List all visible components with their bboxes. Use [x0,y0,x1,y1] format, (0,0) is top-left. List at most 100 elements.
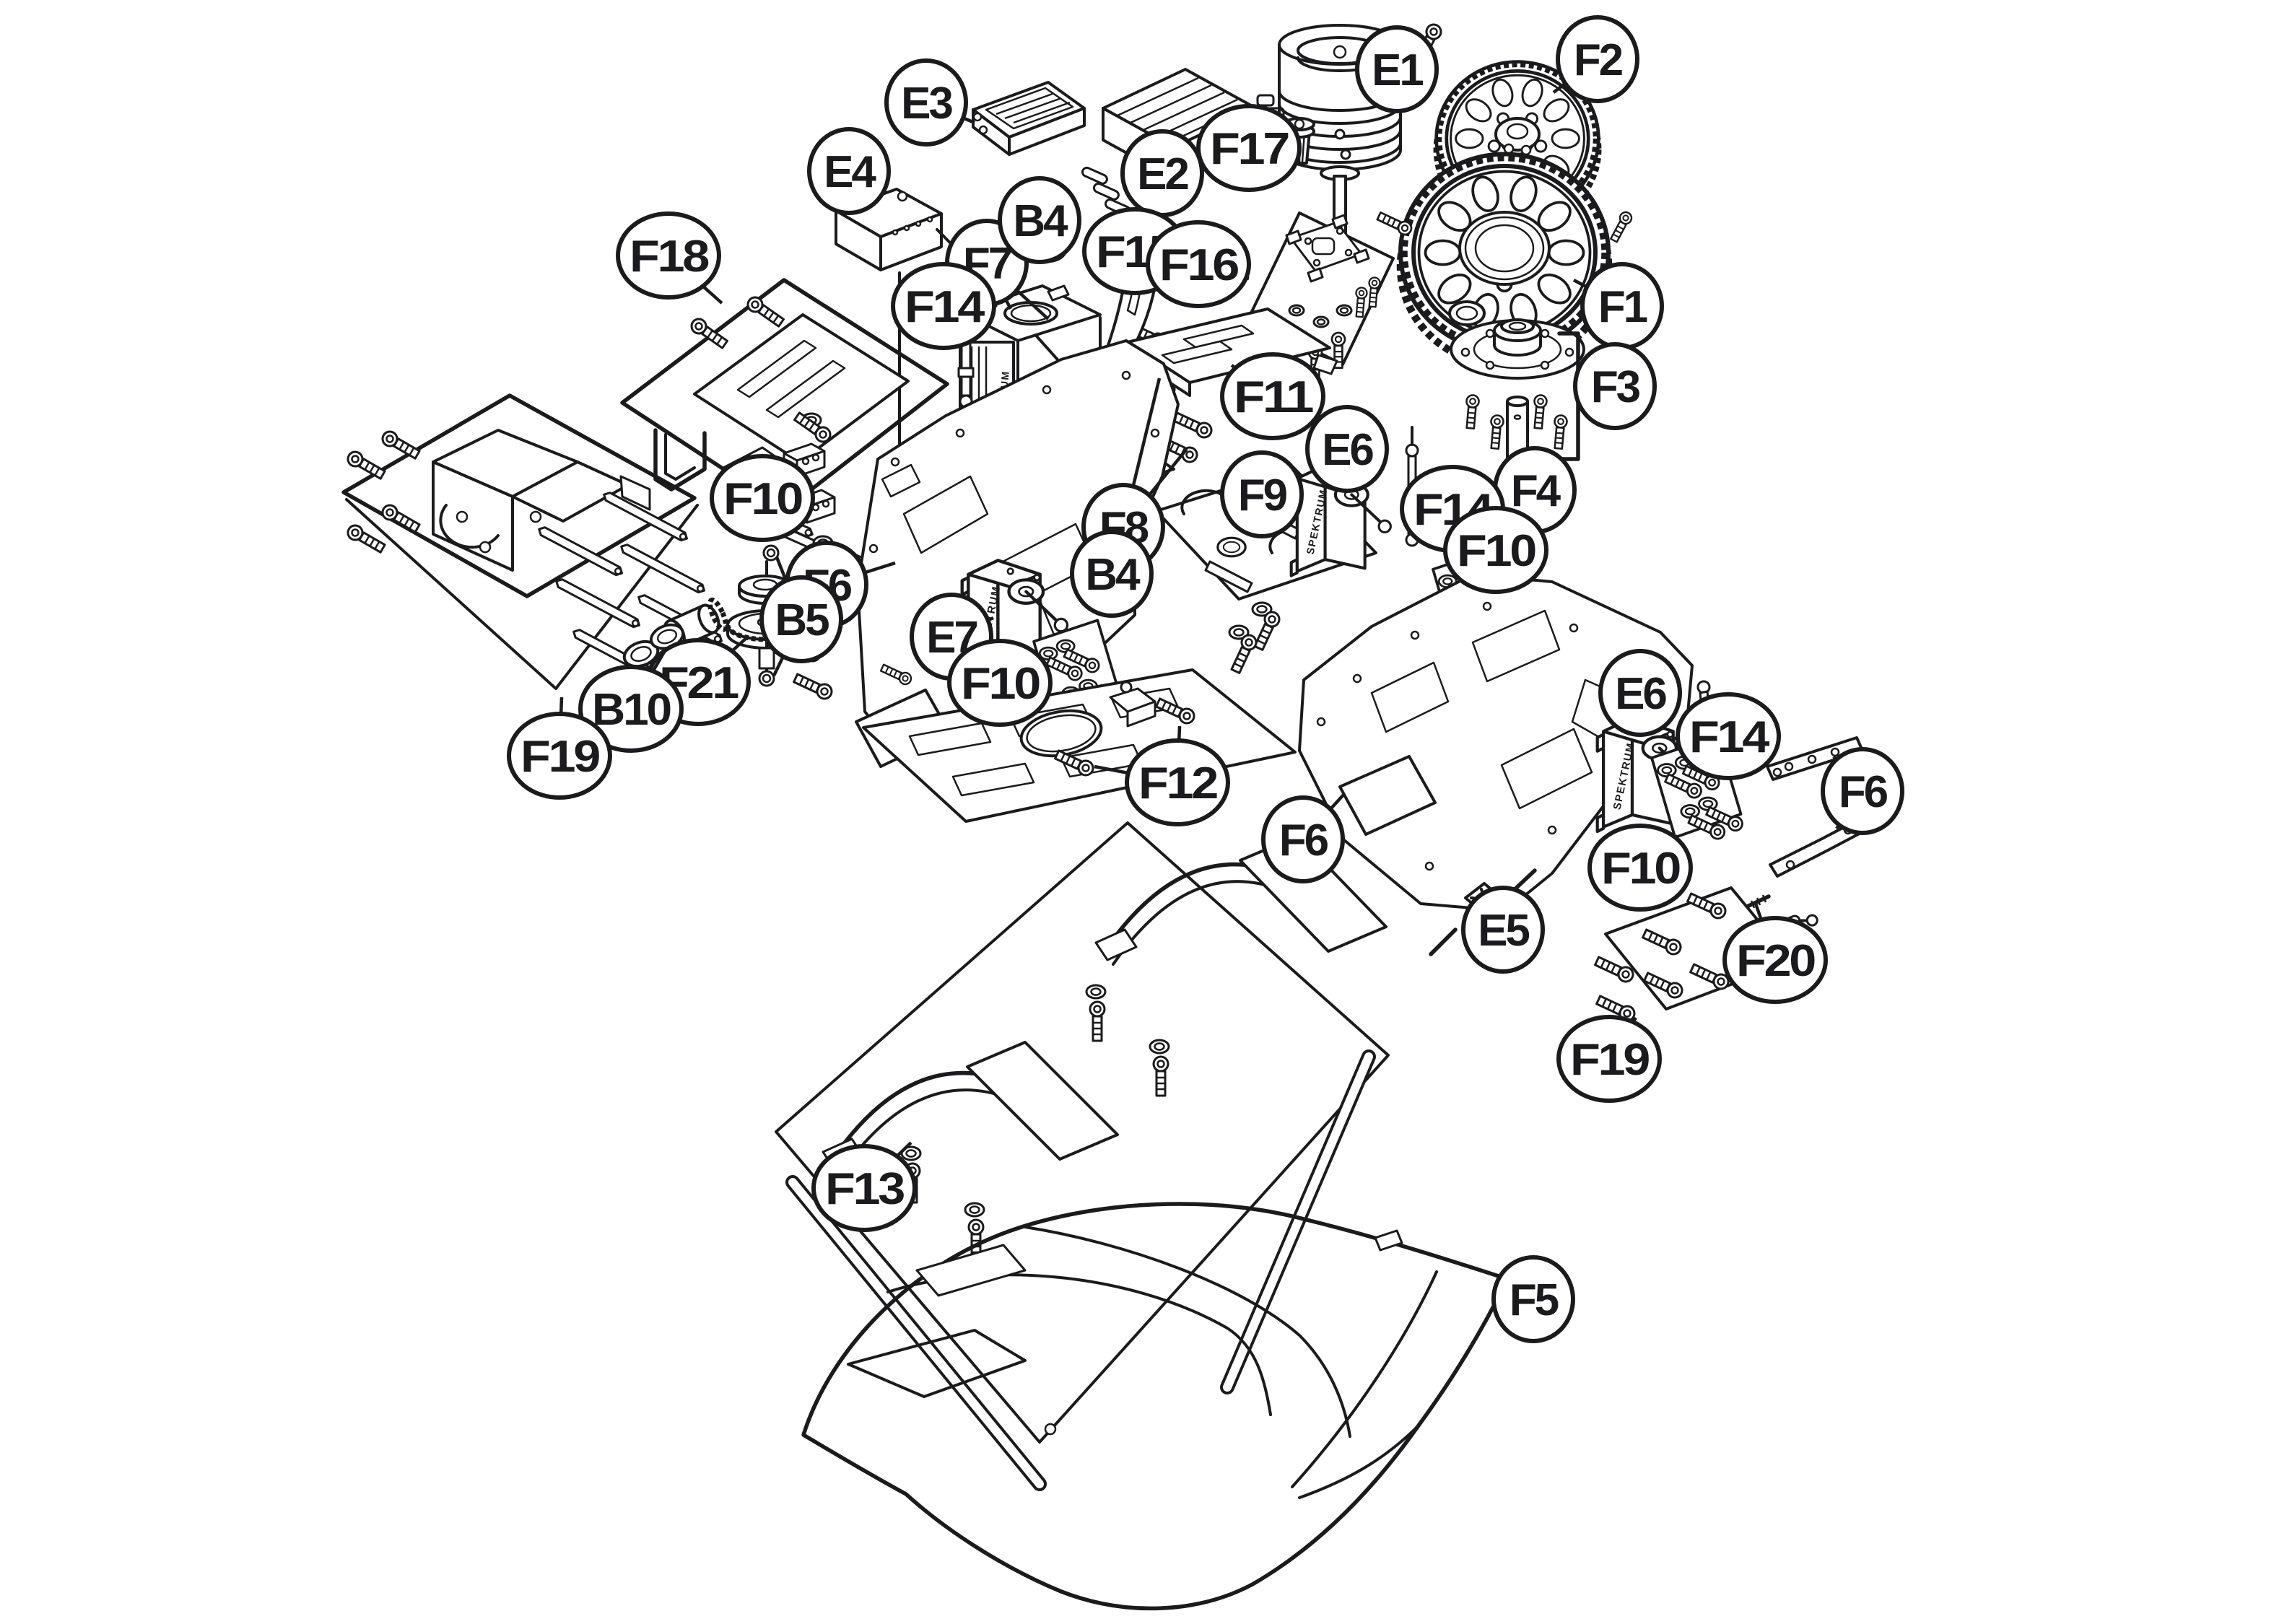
part-f1-main-gear-lower [1400,154,1635,366]
callout-label: F10 [1457,526,1535,576]
callout-label: F17 [1210,124,1289,174]
callout-bubble [1196,104,1302,192]
callout-bubble [811,1144,917,1232]
callout-label: F20 [1736,936,1815,986]
callout-bubble [1676,692,1781,780]
callout-bubble [1355,25,1439,113]
callout-bubble [1556,1015,1662,1103]
callout-bubble [1491,1255,1575,1343]
callout-label: F6 [1279,816,1328,865]
callout-label: B5 [775,595,829,645]
callout-bubble [1443,506,1548,594]
callout-label: E2 [1137,149,1188,199]
callout-f20-37: F20 [1722,903,1828,1004]
callout-bubble [1146,220,1251,308]
callout-f10-28: F10 [947,639,1053,727]
callout-e3-0: E3 [884,58,975,147]
callout-f17-3: F17 [1196,104,1302,192]
callout-label: F11 [1234,372,1313,422]
callout-bubble [710,454,815,542]
callout-label: F14 [905,282,985,332]
callout-f14-32: F14 [1676,692,1781,780]
callout-label: F12 [1138,759,1217,808]
callout-bubble [1261,795,1345,883]
callout-bubble [884,58,968,147]
callout-label: F10 [961,659,1040,709]
callout-bubble [578,665,684,753]
callout-f16-11: F16 [1146,220,1251,308]
part-f2-main-gear-upper [1437,62,1599,227]
callout-f6-33: F6 [1821,747,1904,835]
callout-label: E6 [1322,425,1373,475]
callout-e1-2: E1 [1355,25,1439,113]
callout-b10-27: B10 [578,648,684,753]
callout-f19-29: F19 [507,697,612,800]
callout-bubble [891,262,996,350]
callout-f5-40: F5 [1491,1255,1575,1343]
callout-b4-9: B4 [998,176,1081,264]
callout-bubble [1305,405,1389,493]
callout-label: F16 [1159,240,1239,290]
callout-label: F19 [1570,1035,1650,1085]
callout-bubble [1587,824,1693,912]
callout-e5-36: E5 [1461,886,1545,974]
callout-label: F14 [1689,712,1770,762]
callout-f13-39: F13 [811,1141,917,1232]
callout-label: B4 [1013,196,1068,246]
callout-label: F19 [520,732,600,782]
callout-e6-31: E6 [1598,649,1682,737]
part-f5-canopy [801,1202,1510,1611]
part-e3-regulator-plate [972,81,1086,156]
callout-bubble [1821,747,1904,835]
callout-label: E5 [1478,906,1529,956]
part-f19-left-tray [341,393,725,690]
callout-label: E6 [1615,669,1666,719]
callout-label: F10 [723,474,802,524]
callout-f10-21: F10 [1443,506,1548,594]
callout-bubble [1220,450,1304,538]
part-f13-landing-skid [775,821,1390,1491]
callout-bubble [759,575,843,663]
callout-bubble [1220,352,1325,440]
part-frame-right-side [1298,573,1694,912]
callout-f3-14: F3 [1573,342,1657,430]
callout-f18-6: F18 [616,211,723,305]
callout-label: B10 [592,685,671,735]
callout-label: F18 [630,232,709,281]
callout-label: F3 [1591,362,1640,412]
callout-bubble [616,211,721,300]
callout-bubble [1573,342,1657,430]
callout-label: F2 [1574,35,1622,85]
callout-e6-18: E6 [1305,405,1389,493]
callout-label: B4 [1085,550,1141,600]
callout-bubble [1125,738,1230,826]
callout-b4-23: B4 [1070,530,1154,618]
callout-bubble [947,639,1053,727]
callout-bubble [1070,530,1154,618]
part-f12-bottom-plate [862,668,1297,823]
callout-label: F9 [1238,471,1287,520]
callout-f10-16: F10 [710,454,815,542]
callout-label: F6 [1839,767,1888,817]
callout-f6-34: F6 [1261,793,1346,883]
callout-bubble [807,127,891,215]
part-f3-autorotation-hub [1448,300,1585,461]
callout-label: E1 [1372,45,1423,95]
callout-f11-13: F11 [1220,352,1325,440]
callout-f19-38: F19 [1556,1015,1662,1103]
callout-f1-12: F1 [1572,262,1664,350]
callout-label: F1 [1598,282,1647,332]
callout-f10-35: F10 [1587,824,1693,912]
callout-bubble [1556,15,1639,103]
callout-f9-20: F9 [1220,450,1304,538]
callout-bubble [1722,916,1828,1004]
callout-b5-24: B5 [759,556,843,676]
callout-bubble [507,712,612,800]
callout-bubble [998,176,1081,264]
callout-label: F13 [825,1164,905,1214]
callout-f14-8: F14 [891,262,996,350]
callout-e2-1: E2 [1120,129,1204,217]
